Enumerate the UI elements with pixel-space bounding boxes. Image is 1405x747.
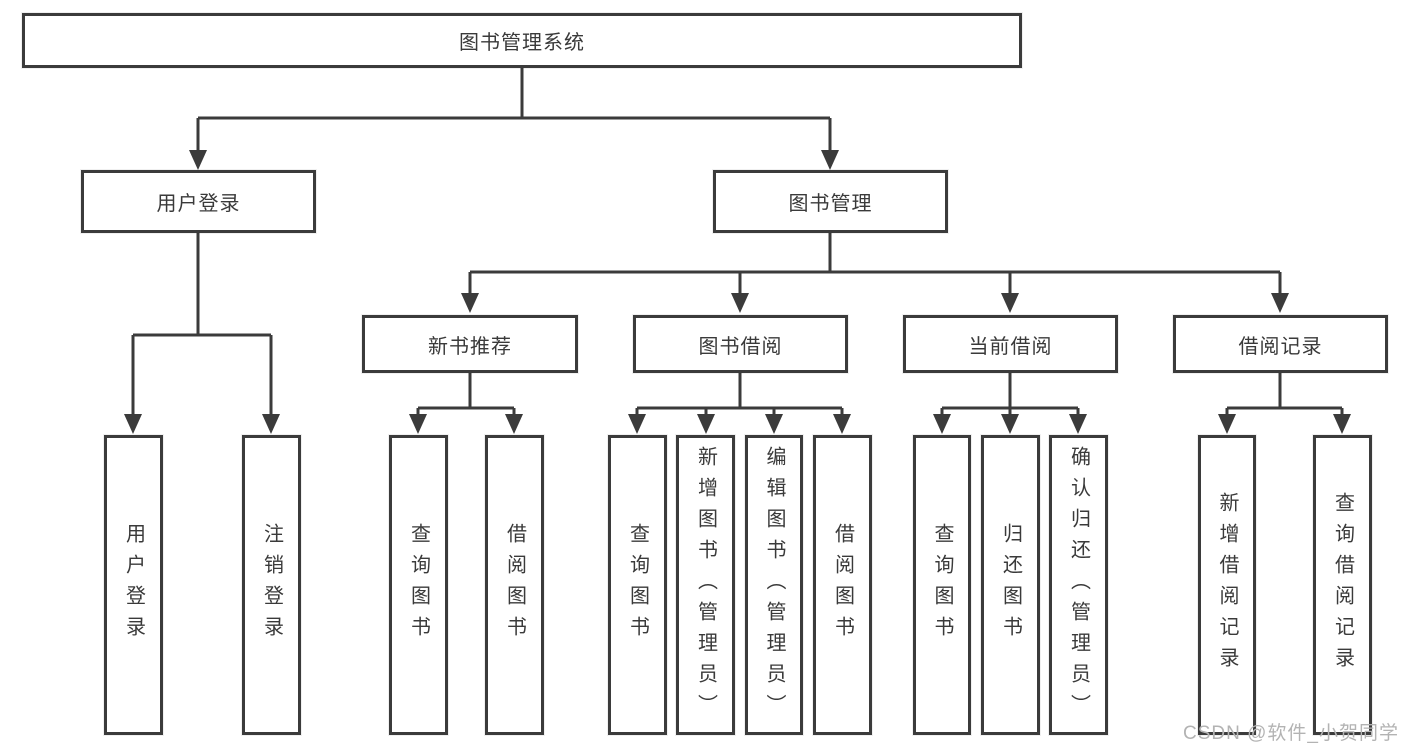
node-label: 图书借阅 bbox=[698, 335, 783, 358]
leaf-logout: 注销登录 bbox=[242, 435, 301, 735]
node-user-login: 用户登录 bbox=[81, 170, 316, 233]
node-label: 查询借阅记录 bbox=[1331, 492, 1354, 678]
node-label: 借阅图书 bbox=[503, 523, 526, 647]
leaf-add-book-admin: 新增图书（管理员） bbox=[676, 435, 735, 735]
watermark: CSDN @软件_小贺同学 bbox=[1183, 723, 1399, 744]
leaf-edit-book-admin: 编辑图书（管理员） bbox=[745, 435, 803, 735]
node-label: 确认归还（管理员） bbox=[1067, 445, 1090, 725]
node-label: 当前借阅 bbox=[968, 335, 1053, 358]
leaf-query-books-borrowing: 查询图书 bbox=[608, 435, 667, 735]
node-current-borrowing: 当前借阅 bbox=[903, 315, 1118, 373]
leaf-add-borrow-record: 新增借阅记录 bbox=[1198, 435, 1256, 735]
node-label: 图书管理 bbox=[788, 193, 873, 215]
node-root: 图书管理系统 bbox=[22, 13, 1022, 68]
node-label: 查询图书 bbox=[931, 523, 953, 647]
node-label: 查询图书 bbox=[407, 523, 430, 647]
node-label: 新书推荐 bbox=[428, 335, 512, 358]
node-label: 图书管理系统 bbox=[459, 32, 585, 54]
node-book-borrowing: 图书借阅 bbox=[633, 315, 848, 373]
leaf-query-books-recommend: 查询图书 bbox=[389, 435, 448, 735]
leaf-borrow-books-recommend: 借阅图书 bbox=[485, 435, 544, 735]
leaf-user-login: 用户登录 bbox=[104, 435, 163, 735]
leaf-borrow-books-borrowing: 借阅图书 bbox=[813, 435, 872, 735]
node-label: 用户登录 bbox=[156, 193, 241, 215]
arrowheads bbox=[124, 150, 1351, 434]
node-label: 编辑图书（管理员） bbox=[763, 445, 785, 725]
node-label: 查询图书 bbox=[626, 523, 649, 647]
node-label: 新增图书（管理员） bbox=[694, 445, 717, 725]
leaf-query-borrow-record: 查询借阅记录 bbox=[1313, 435, 1372, 735]
node-new-book-recommend: 新书推荐 bbox=[362, 315, 578, 373]
leaf-query-books-current: 查询图书 bbox=[913, 435, 971, 735]
node-label: 注销登录 bbox=[260, 523, 283, 647]
leaf-return-book: 归还图书 bbox=[981, 435, 1040, 735]
leaf-confirm-return-admin: 确认归还（管理员） bbox=[1049, 435, 1108, 735]
node-label: 借阅记录 bbox=[1238, 335, 1323, 358]
node-label: 归还图书 bbox=[999, 523, 1022, 647]
node-label: 用户登录 bbox=[122, 523, 145, 647]
node-label: 借阅图书 bbox=[831, 523, 854, 647]
node-book-management: 图书管理 bbox=[713, 170, 948, 233]
node-label: 新增借阅记录 bbox=[1216, 492, 1238, 678]
node-borrow-records: 借阅记录 bbox=[1173, 315, 1388, 373]
